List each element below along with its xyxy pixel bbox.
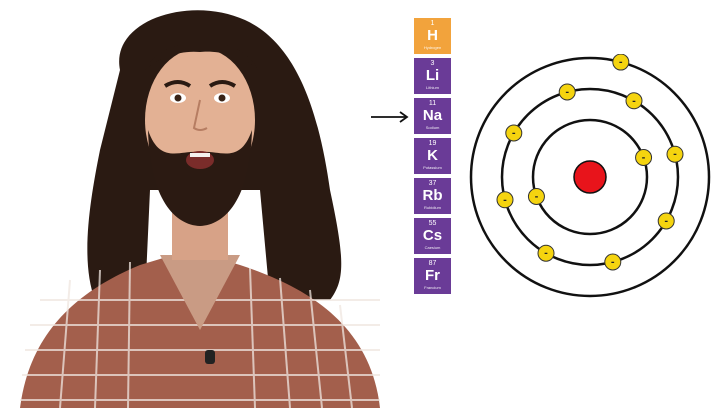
electron-dot [505,124,523,142]
element-tile-lithium: 3 Li Lithium [414,58,451,94]
electron-charge-label: - [535,192,539,202]
electron: - [612,54,630,71]
electron-charge-label: - [544,249,548,259]
element-symbol: Cs [422,227,443,244]
electron-charge-label: - [512,129,516,139]
electron: - [496,191,514,209]
electron: - [505,124,523,142]
electron: - [527,187,545,205]
element-symbol: Li [425,67,440,84]
bohr-model-diagram: - - - - - - - - - - - [467,54,713,300]
electron-charge-label: - [642,154,646,164]
element-name: Francium [424,285,441,290]
electron-dot [625,92,643,110]
electron-charge-label: - [619,58,623,68]
electron: - [604,253,622,271]
electron-charge-label: - [673,150,677,160]
electron: - [635,149,653,167]
electron-dot [537,244,555,262]
element-name: Lithium [426,85,439,90]
electron-charge-label: - [664,217,668,227]
periodic-group-1-column: 1 H Hydrogen 3 Li Lithium 11 Na Sodium 1… [414,18,451,298]
presenter-image [20,10,380,408]
electron-shell-3 [469,56,711,298]
element-symbol: H [427,27,438,44]
element-tile-potassium: 19 K Potassium [414,138,451,174]
electron-charge-label: - [632,97,636,107]
atomic-number: 55 [428,220,437,227]
electron: - [558,83,576,101]
electron-charge-label: - [503,196,507,206]
element-tile-sodium: 11 Na Sodium [414,98,451,134]
element-tile-rubidium: 37 Rb Rubidium [414,178,451,214]
bohr-model-svg: - - - - - - - - - - - [469,54,711,298]
nucleus [573,160,607,194]
electron-dot [604,253,622,271]
atomic-number: 19 [428,140,437,147]
element-symbol: Na [422,107,443,124]
element-tile-hydrogen: 1 H Hydrogen [414,18,451,54]
electron-dot [527,187,545,205]
electron-dot [496,191,514,209]
electron-dot [612,54,630,71]
element-name: Potassium [423,165,442,170]
electron: - [537,244,555,262]
electron-dot [558,83,576,101]
atomic-number: 1 [430,20,435,27]
electron: - [625,92,643,110]
element-symbol: Rb [422,187,443,204]
electron-charge-label: - [611,258,615,268]
element-symbol: Fr [425,267,440,284]
electron-dot [635,149,653,167]
element-name: Rubidium [424,205,441,210]
element-symbol: K [427,147,438,164]
electron-shell-2 [500,87,680,267]
atomic-number: 37 [428,180,437,187]
element-name: Caesium [424,245,441,250]
element-tile-caesium: 55 Cs Caesium [414,218,451,254]
electron: - [657,212,675,230]
atomic-number: 11 [428,100,437,107]
atomic-number: 3 [430,60,435,67]
right-arrow-icon [370,110,410,124]
electron-charge-label: - [565,88,569,98]
electron-shell-1 [531,118,649,236]
element-name: Hydrogen [423,45,442,50]
element-name: Sodium [425,125,440,130]
element-tile-francium: 87 Fr Francium [414,258,451,294]
atomic-number: 87 [428,260,437,267]
electron-dot [657,212,675,230]
electron-dot [666,145,684,163]
electron: - [666,145,684,163]
